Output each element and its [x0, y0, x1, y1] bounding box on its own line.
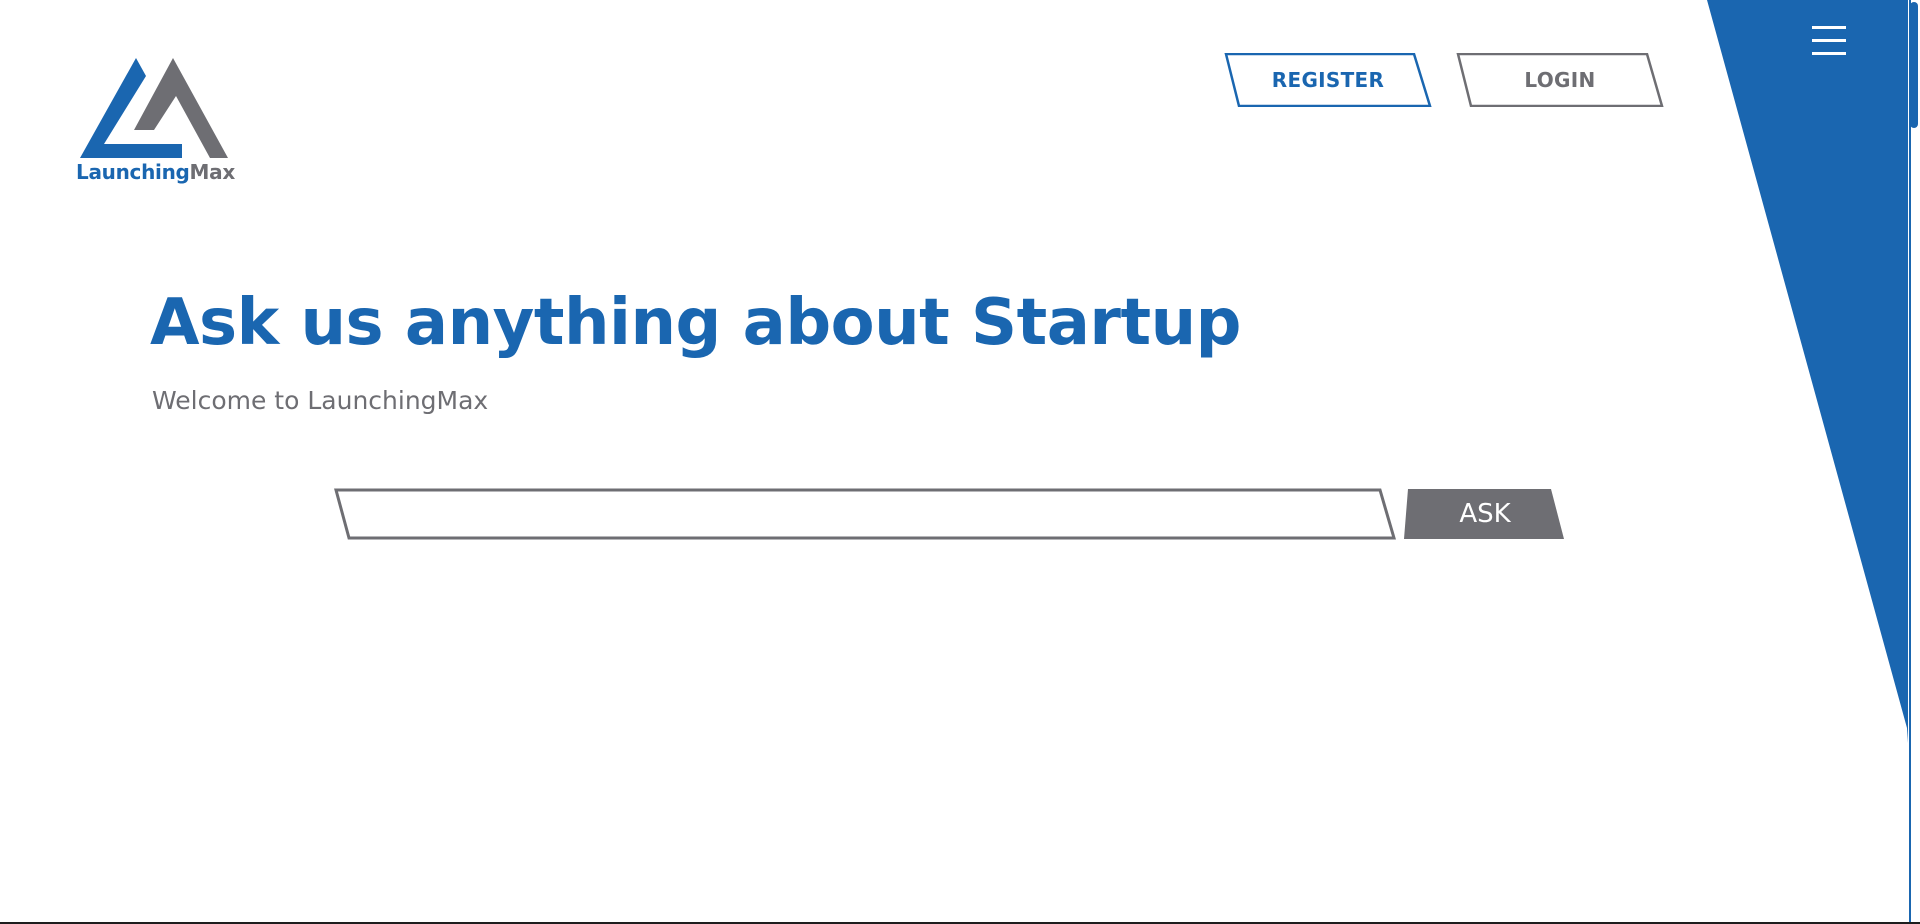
ask-input[interactable] [362, 494, 1366, 534]
ask-button-label: ASK [1459, 499, 1511, 529]
ask-button-shape [1404, 489, 1564, 539]
menu-bar [1812, 39, 1846, 42]
hero-subtitle: Welcome to LaunchingMax [152, 386, 489, 415]
scrollbar-thumb[interactable] [1910, 2, 1918, 128]
hamburger-menu-icon[interactable] [1808, 24, 1850, 60]
register-button[interactable]: REGISTER [1224, 53, 1432, 107]
ask-input-container [334, 488, 1396, 540]
login-button-label: LOGIN [1524, 68, 1596, 92]
logo-text-max: Max [189, 160, 236, 184]
logo[interactable]: LaunchingMax [76, 56, 235, 188]
register-button-label: REGISTER [1271, 68, 1385, 92]
logo-wordmark: LaunchingMax [76, 160, 235, 184]
scrollbar[interactable] [1908, 0, 1920, 924]
logo-text-launching: Launching [76, 160, 190, 184]
bottom-divider [0, 922, 1920, 924]
triangle-la-logo-icon [80, 58, 228, 158]
hero-title: Ask us anything about Startup [150, 286, 1241, 360]
menu-bar [1812, 52, 1846, 55]
login-button-frame [1456, 53, 1664, 107]
register-button-frame [1224, 53, 1432, 107]
menu-bar [1812, 26, 1846, 29]
scrollbar-track [1909, 0, 1911, 924]
login-button[interactable]: LOGIN [1456, 53, 1664, 107]
ask-button[interactable]: ASK [1404, 489, 1566, 539]
